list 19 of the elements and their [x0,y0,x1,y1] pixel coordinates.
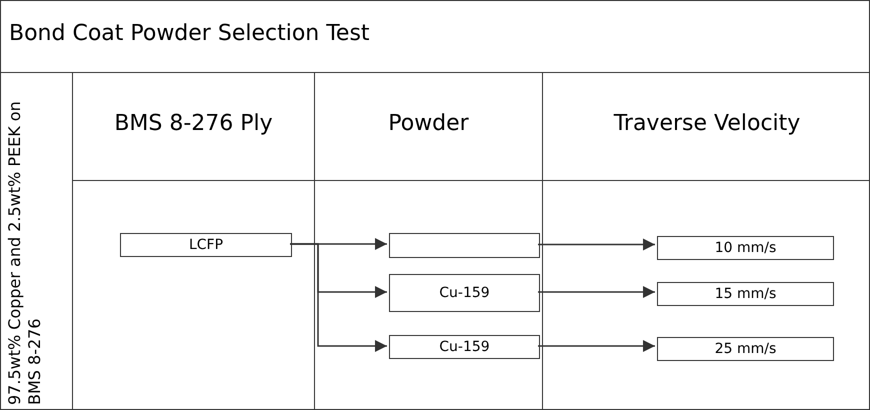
arrow [538,340,655,352]
swimlane-column [542,73,870,410]
process-box [389,233,540,258]
lane-header: BMS 8-276 Ply [113,111,274,136]
pool-title: Bond Coat Powder Selection Test [9,21,370,46]
lane-header: Traverse Velocity [612,111,802,136]
process-box: 25 mm/s [657,337,834,361]
process-box: Cu-159 [389,335,540,359]
lane-label: 97.5wt% Copper and 2.5wt% PEEK on BMS 8-276 [5,100,45,405]
process-box: 15 mm/s [657,282,834,306]
process-box: Cu-159 [389,274,540,312]
arrow [538,286,655,298]
swimlane-column [72,73,314,410]
process-box: LCFP [120,233,292,257]
lane-header: Powder [387,111,470,136]
process-box: 10 mm/s [657,236,834,260]
arrow [290,243,387,352]
swimlane-column [314,73,542,410]
arrow [538,238,655,250]
